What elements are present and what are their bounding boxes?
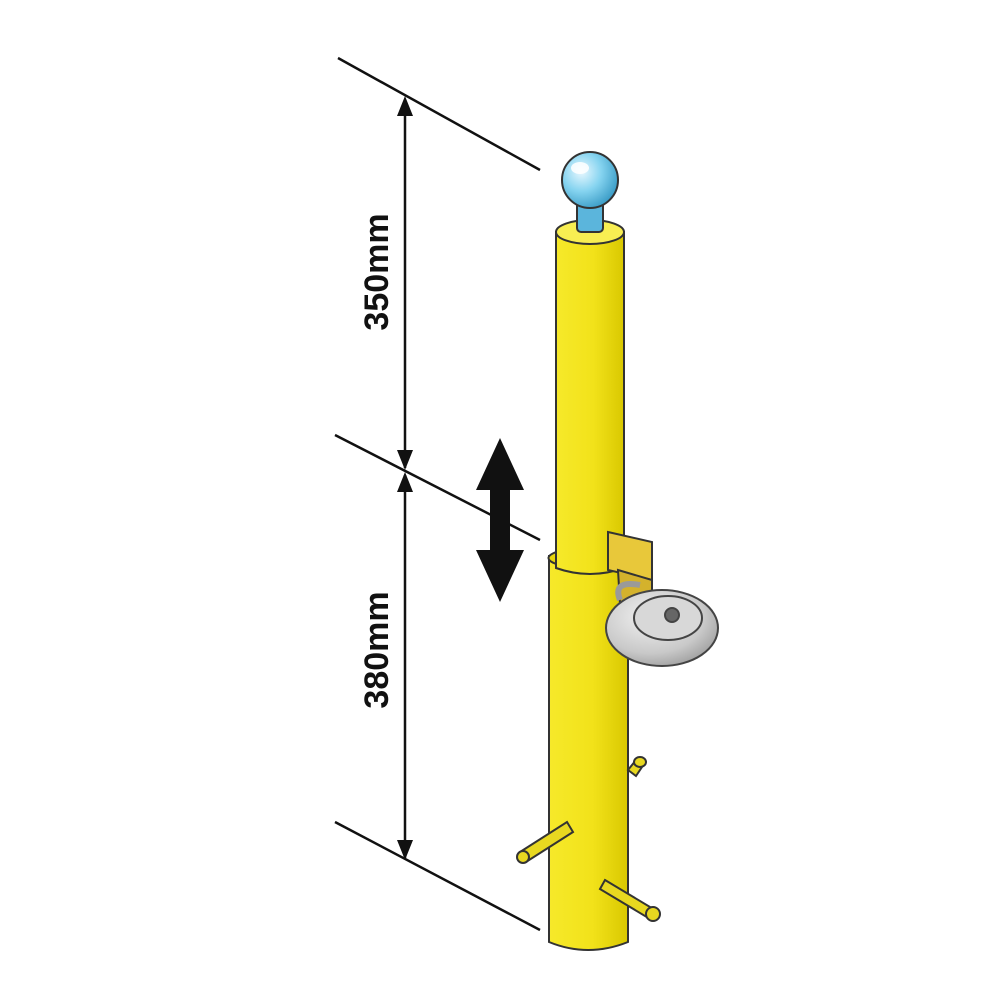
padlock-keyhole-icon	[664, 607, 680, 623]
lower-dimension: 380mm	[358, 472, 413, 860]
upper-dimension: 350mm	[358, 96, 413, 470]
extension-line-bottom	[334, 820, 541, 932]
ball-highlight	[571, 162, 589, 174]
lower-arrow-bottom-icon	[397, 840, 413, 860]
upper-dimension-label: 350mm	[358, 213, 396, 330]
extension-line-top	[337, 56, 541, 172]
lower-dimension-label: 380mm	[358, 591, 396, 708]
tow-ball-icon	[561, 151, 619, 209]
upper-tube	[555, 231, 625, 575]
upper-arrow-top-icon	[397, 96, 413, 116]
double-vertical-arrow-icon	[476, 438, 524, 602]
anchor-pin-right-bottom-end	[645, 906, 661, 922]
upper-arrow-bottom-icon	[397, 450, 413, 470]
anchor-pin-right-top-end	[633, 756, 647, 768]
anchor-pin-left-end	[516, 850, 530, 864]
disc-padlock-icon	[605, 581, 719, 667]
padlock-shackle	[615, 581, 641, 602]
lower-tube	[548, 555, 629, 951]
lower-arrow-top-icon	[397, 472, 413, 492]
anchor-pins	[516, 756, 661, 922]
